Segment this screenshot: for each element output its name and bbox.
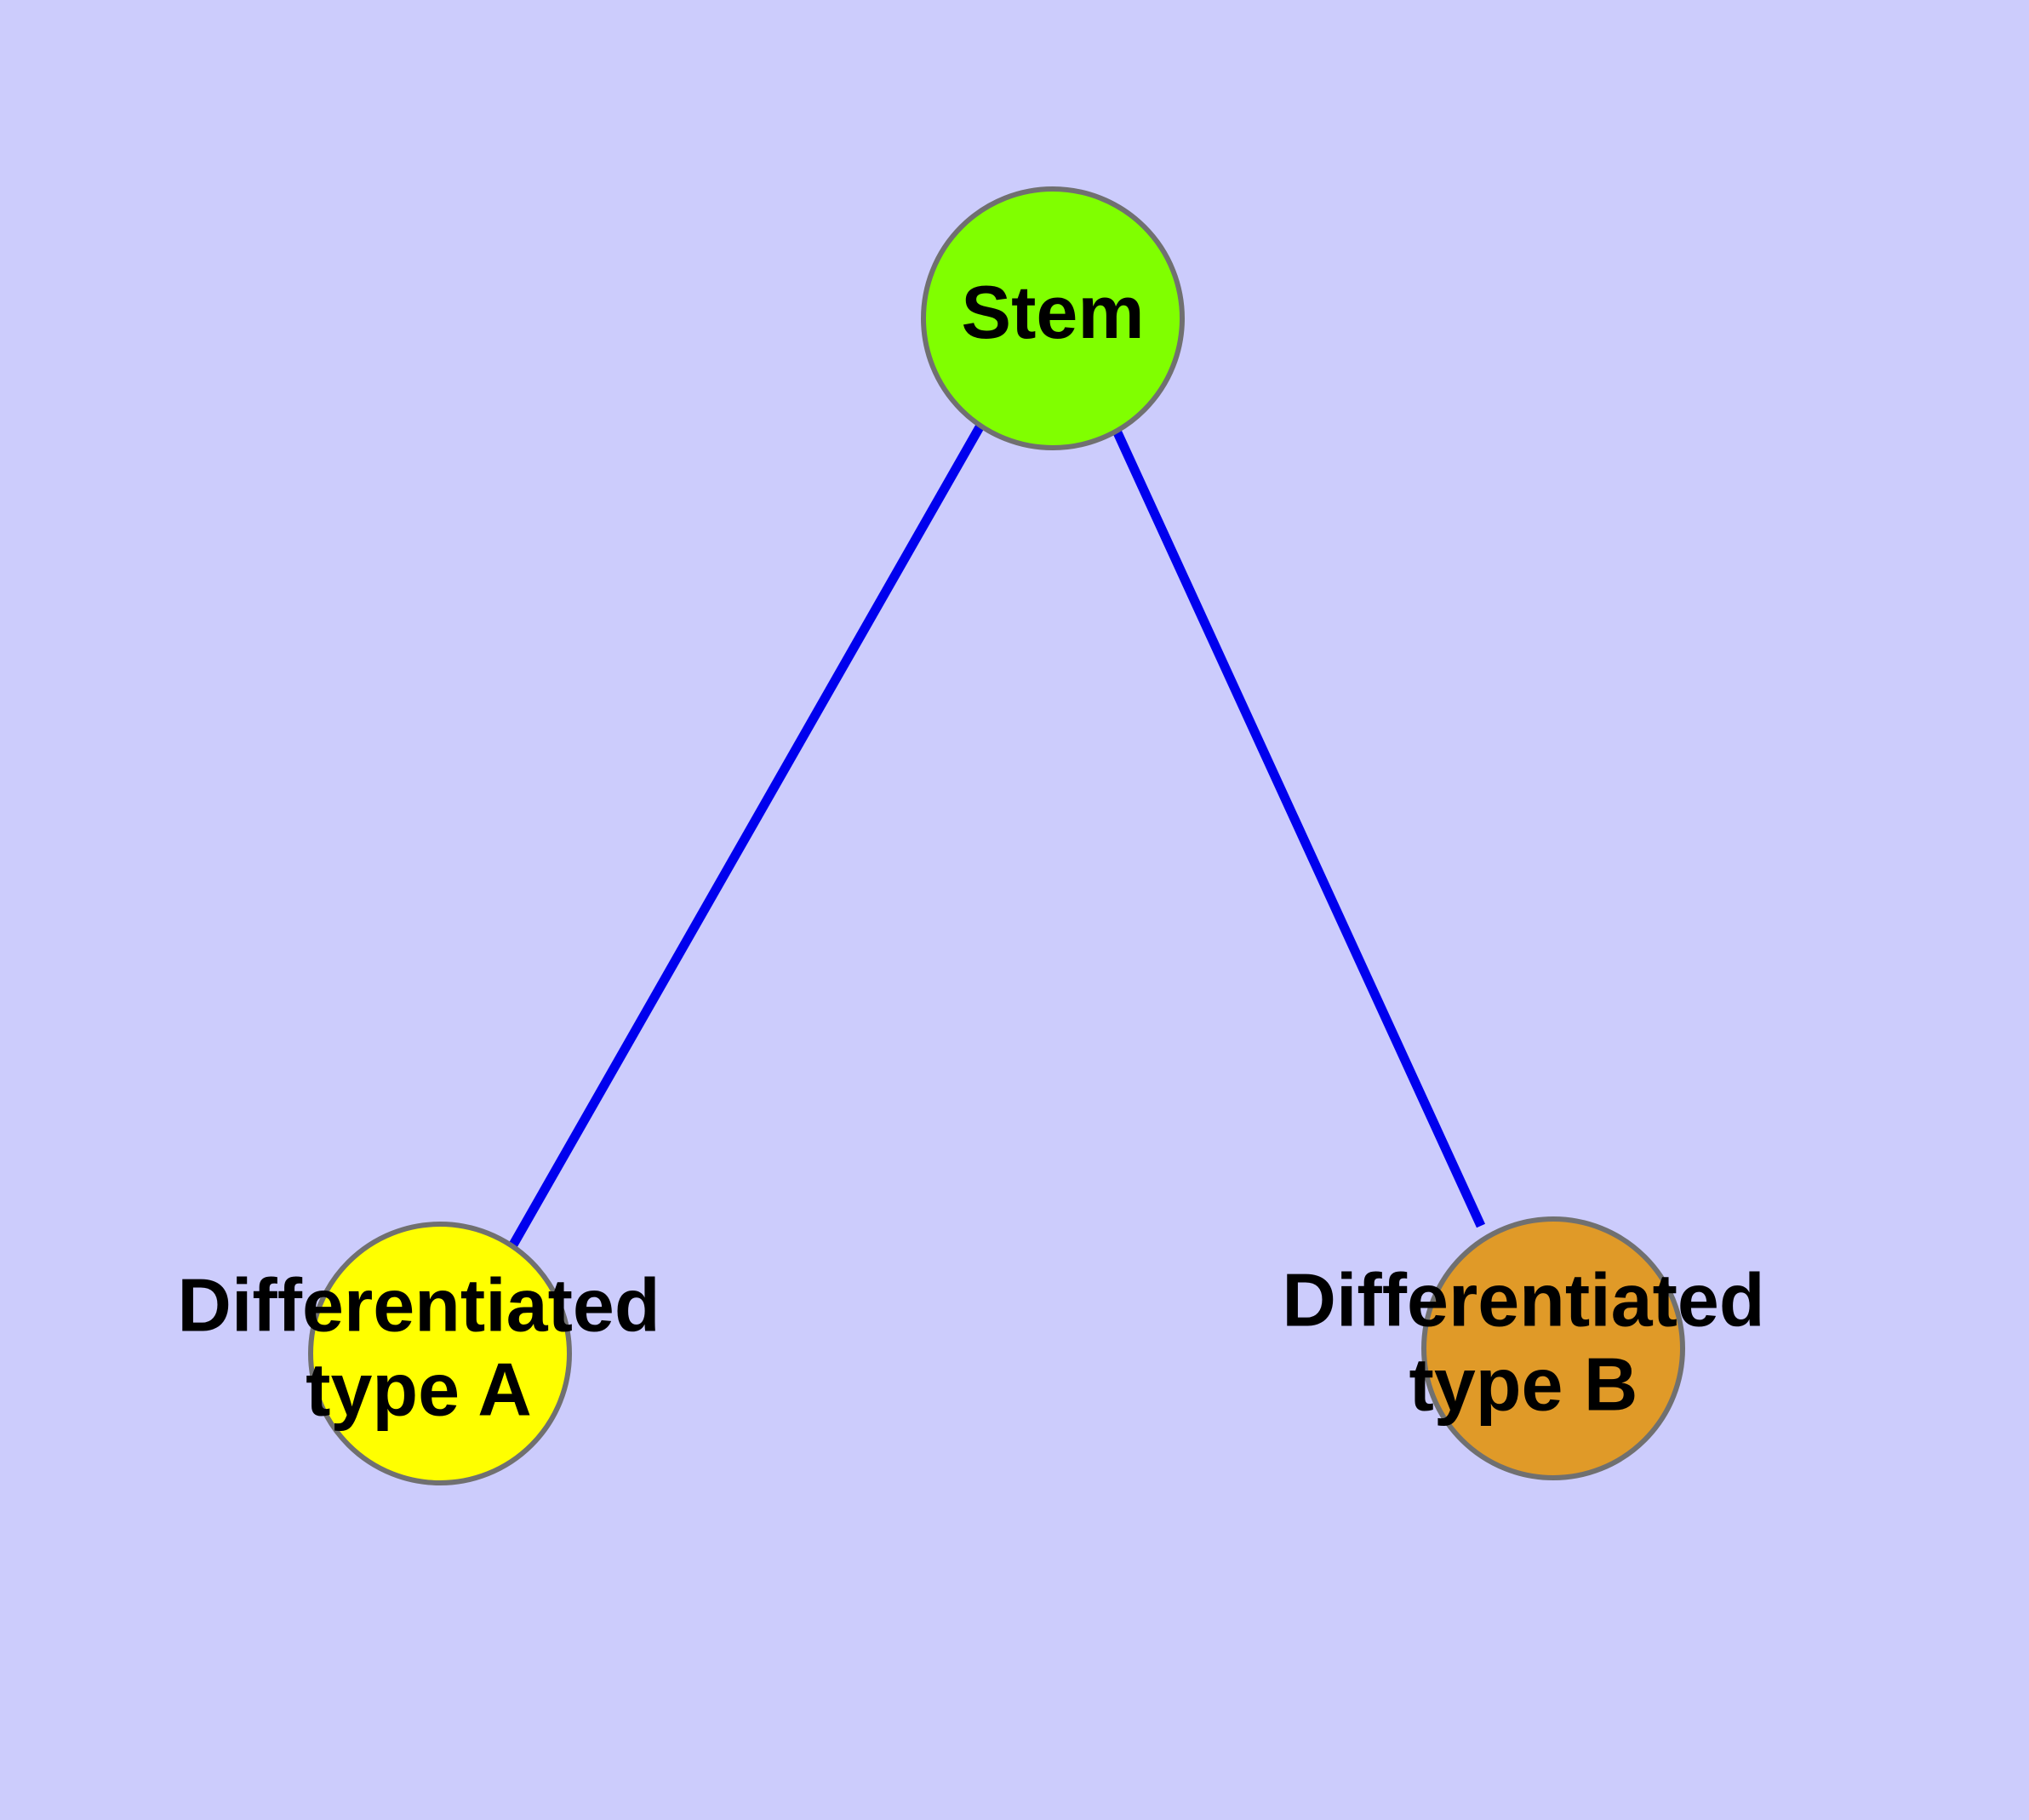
node-diff-b[interactable] [1421,1216,1685,1480]
node-label-line: Stem [961,270,1144,354]
edge-stem-to-diff-b[interactable] [1112,428,1486,1228]
node-label-line: Differentiated [1282,1258,1764,1342]
node-label-line: type B [1409,1342,1638,1427]
nodes-layer [308,186,1685,1485]
node-stem[interactable] [921,186,1185,450]
edges-layer [508,423,1486,1249]
node-label-line: Differentiated [177,1263,660,1348]
node-label-stem: Stem [961,270,1144,354]
node-diff-a[interactable] [308,1222,572,1485]
node-label-line: type A [306,1348,532,1432]
edge-stem-to-diff-a[interactable] [508,423,985,1249]
